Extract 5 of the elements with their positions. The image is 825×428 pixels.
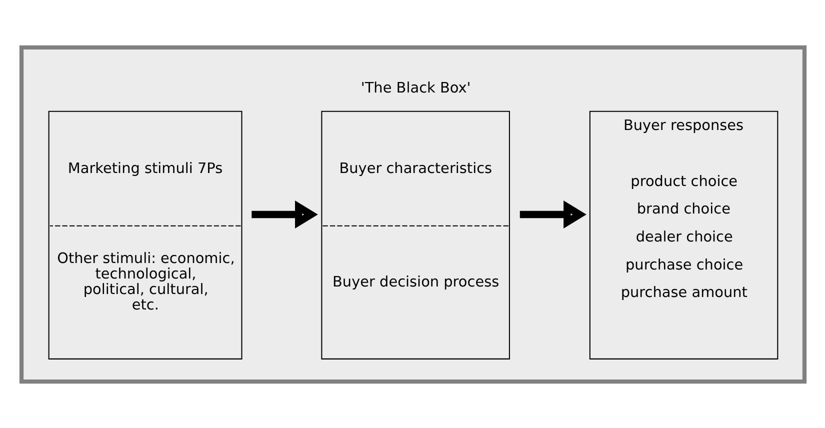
cluster bbox=[18, 44, 806, 384]
node-box: Buyer responses product choice brand choice dealer choice purchase choice purchase amount bbox=[588, 110, 778, 359]
arrow bbox=[251, 200, 318, 228]
node-label: 'The Black Box' bbox=[360, 80, 470, 96]
arrow bbox=[519, 200, 586, 228]
